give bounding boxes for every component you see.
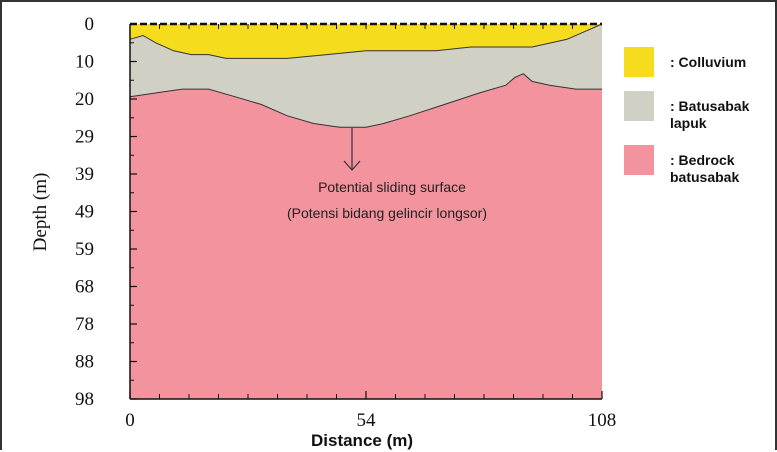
- layer-group: [129, 23, 603, 399]
- legend-label: : Colluvium: [670, 54, 746, 70]
- bedrock-layer: [130, 73, 602, 399]
- y-tick-label: 10: [75, 52, 94, 73]
- x-tick-label: 0: [125, 410, 135, 431]
- colluvium-swatch: [624, 47, 654, 77]
- x-tick-label: 108: [588, 410, 617, 431]
- batusabak-lapuk-layer: [130, 24, 602, 128]
- y-tick-label: 39: [75, 164, 94, 185]
- y-tick-label: 20: [75, 89, 94, 110]
- x-axis-title: Distance (m): [311, 431, 413, 450]
- bedrock-boundary-line: [129, 73, 602, 128]
- annotation-line-2: (Potensi bidang gelincir longsor): [287, 205, 487, 221]
- x-tick-label: 54: [357, 410, 377, 431]
- axes-group: 0 10 20 29 39 49 59 68 78 88 98 0 54 108: [75, 14, 616, 431]
- legend-label: : Bedrock: [670, 152, 735, 168]
- annotation-line-1: Potential sliding surface: [318, 179, 466, 195]
- colluvium-boundary-line: [129, 23, 603, 59]
- batusabak-lapuk-swatch: [624, 91, 654, 121]
- y-tick-label: 88: [75, 352, 94, 373]
- bedrock-swatch: [624, 145, 654, 175]
- sliding-arrow-head-icon: [343, 160, 361, 171]
- x-minor-tick-group: [159, 24, 573, 399]
- y-tick-label: 98: [75, 389, 94, 410]
- x-tick-group: 0 54 108: [125, 391, 616, 431]
- y-tick-label: 0: [85, 14, 95, 35]
- legend-label: batusabak: [670, 169, 739, 185]
- y-tick-label: 78: [75, 314, 94, 335]
- y-tick-label: 68: [75, 277, 94, 298]
- y-axis-title: Depth (m): [30, 173, 51, 252]
- y-tick-label: 29: [75, 127, 94, 148]
- colluvium-layer: [130, 24, 602, 59]
- y-tick-group: 0 10 20 29 39 49 59 68 78 88 98: [75, 14, 137, 410]
- y-tick-label: 59: [75, 239, 94, 260]
- legend-label: : Batusabak: [670, 98, 750, 114]
- legend-label: lapuk: [670, 115, 707, 131]
- y-tick-label: 49: [75, 202, 94, 223]
